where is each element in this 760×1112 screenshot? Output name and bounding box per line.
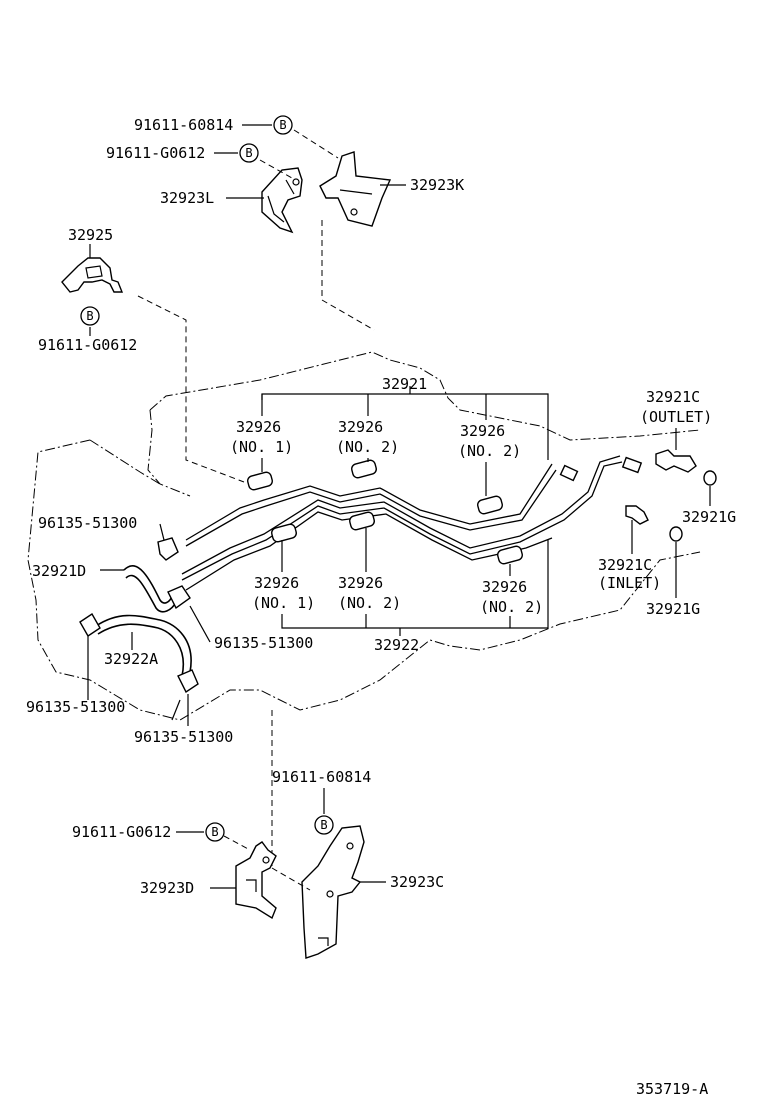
union-outlet <box>655 449 697 473</box>
label-bracket-L: 32923L <box>160 189 214 207</box>
bracket-32923C <box>301 825 365 959</box>
label-bolt-top-2: 91611-G0612 <box>106 144 205 162</box>
label-union-outlet-sub: (OUTLET) <box>640 408 712 426</box>
cushion-upper-1 <box>247 471 273 491</box>
label-cushion-5: 32926 <box>338 574 383 592</box>
label-hose-32921D: 32921D <box>32 562 86 580</box>
label-pipe-32922: 32922 <box>374 636 419 654</box>
label-clip-1: 96135-51300 <box>38 514 137 532</box>
union-inlet <box>625 505 649 525</box>
label-cushion-4-sub: (NO. 1) <box>252 594 315 612</box>
label-clamp-32925: 32925 <box>68 226 113 244</box>
label-union-inlet: 32921C <box>598 556 652 574</box>
label-gasket-2: 32921G <box>646 600 700 618</box>
label-cushion-3: 32926 <box>460 422 505 440</box>
bracket-32923L <box>261 167 303 234</box>
pipe-fitting-left <box>559 464 579 482</box>
cushion-upper-3 <box>477 495 503 515</box>
svg-text:B: B <box>320 818 327 832</box>
label-gasket-1: 32921G <box>682 508 736 526</box>
label-union-inlet-sub: (INLET) <box>598 574 661 592</box>
svg-text:B: B <box>279 118 286 132</box>
label-cushion-3-sub: (NO. 2) <box>458 442 521 460</box>
pipe-fitting-right <box>621 456 643 474</box>
label-clip-2: 96135-51300 <box>214 634 313 652</box>
label-cushion-5-sub: (NO. 2) <box>338 594 401 612</box>
cushion-upper-2 <box>351 459 377 479</box>
bubble-b1: B <box>273 115 293 135</box>
gasket-2 <box>669 526 683 542</box>
bubble-b4: B <box>205 822 225 842</box>
label-bracket-C: 32923C <box>390 873 444 891</box>
label-cushion-1: 32926 <box>236 418 281 436</box>
cushion-lower-2 <box>349 511 375 531</box>
label-cushion-2-sub: (NO. 2) <box>336 438 399 456</box>
bracket-32923K <box>319 151 392 227</box>
label-clip-4: 96135-51300 <box>134 728 233 746</box>
clamp-32925 <box>61 257 124 293</box>
fuel-pipes <box>181 455 623 591</box>
label-bracket-D: 32923D <box>140 879 194 897</box>
bubble-b5: B <box>314 815 334 835</box>
clip-2 <box>167 585 191 610</box>
label-cushion-1-sub: (NO. 1) <box>230 438 293 456</box>
label-cushion-6: 32926 <box>482 578 527 596</box>
cushion-lower-3 <box>497 545 523 565</box>
label-cushion-4: 32926 <box>254 574 299 592</box>
hose-32922A <box>95 614 192 677</box>
svg-text:B: B <box>211 825 218 839</box>
cushion-lower-1 <box>271 523 297 543</box>
label-cushion-6-sub: (NO. 2) <box>480 598 543 616</box>
label-bolt-top-1: 91611-60814 <box>134 116 233 134</box>
clip-4 <box>177 669 199 694</box>
clip-1 <box>157 537 179 561</box>
label-cushion-2: 32926 <box>338 418 383 436</box>
label-hose-32922A: 32922A <box>104 650 158 668</box>
svg-text:B: B <box>245 146 252 160</box>
label-union-outlet: 32921C <box>646 388 700 406</box>
svg-text:B: B <box>86 309 93 323</box>
label-bracket-K: 32923K <box>410 176 464 194</box>
diagram-id: 353719-A <box>636 1080 708 1098</box>
label-bolt-left: 91611-G0612 <box>38 336 137 354</box>
bracket-32923D <box>235 841 277 920</box>
gasket-1 <box>703 470 717 486</box>
bubble-b2: B <box>239 143 259 163</box>
hose-32921D <box>123 565 177 613</box>
label-pipe-32921: 32921 <box>382 375 427 393</box>
label-bolt-bottom-1: 91611-60814 <box>272 768 371 786</box>
clip-3 <box>79 613 101 637</box>
label-clip-3: 96135-51300 <box>26 698 125 716</box>
bubble-b3: B <box>80 306 100 326</box>
label-bolt-bottom-2: 91611-G0612 <box>72 823 171 841</box>
